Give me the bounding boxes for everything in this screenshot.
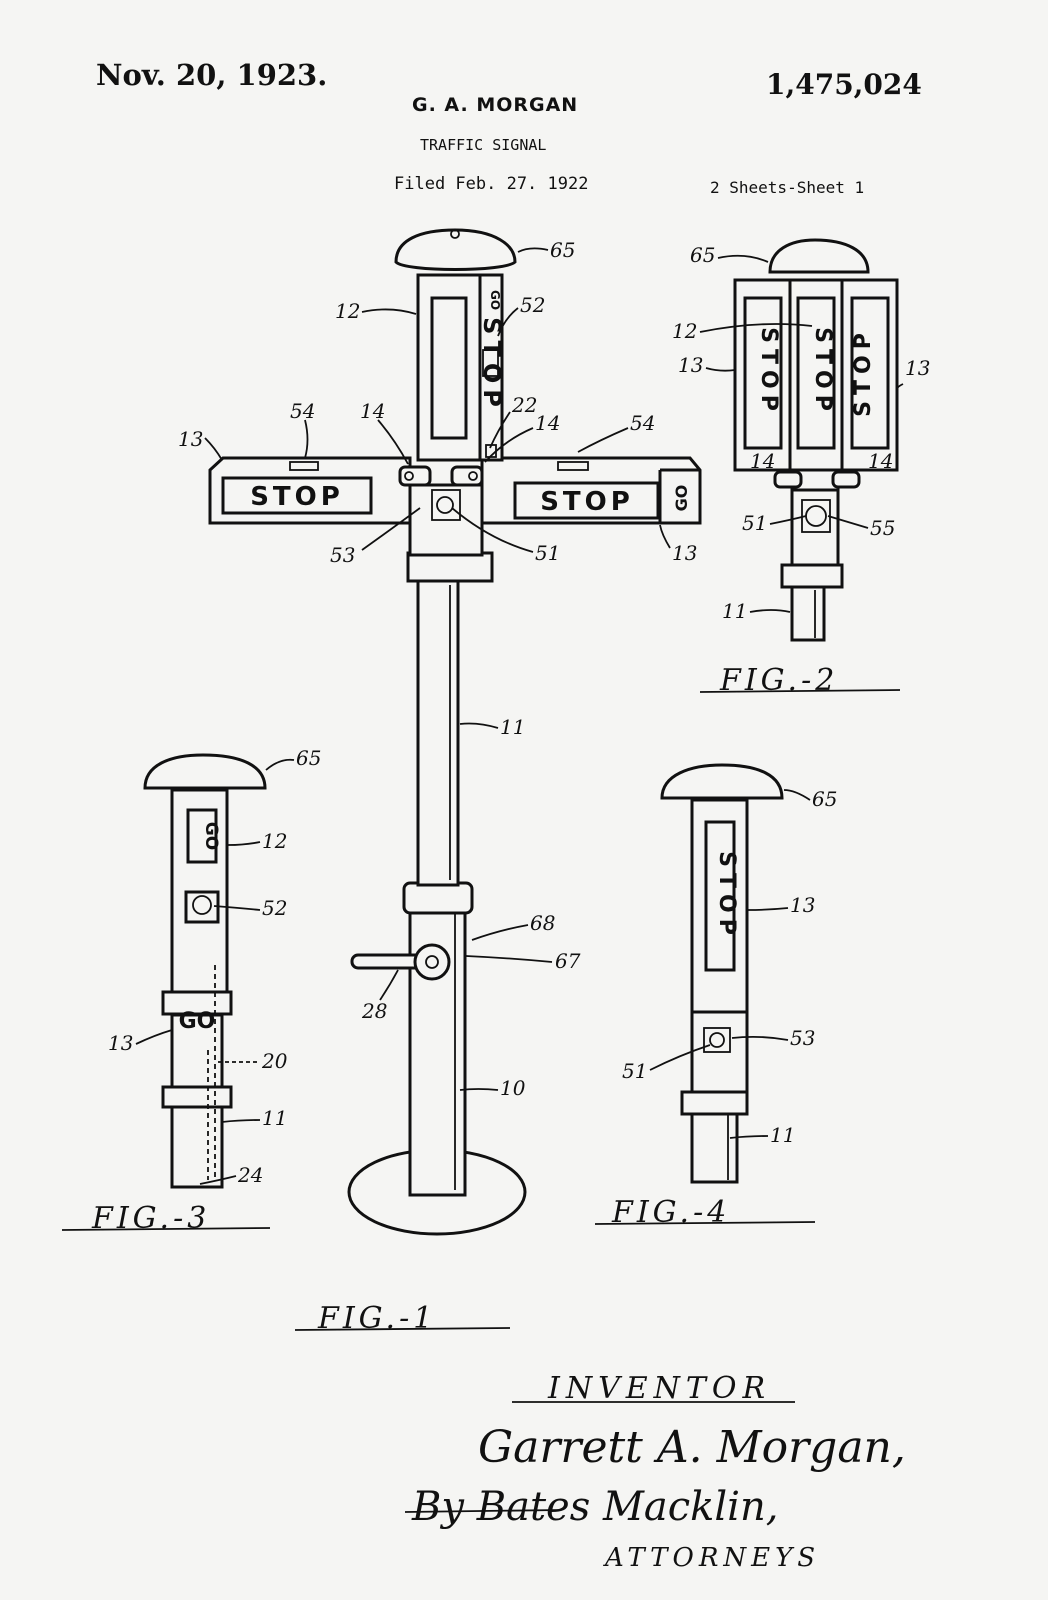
ref-13-right: 13 xyxy=(672,541,697,565)
fig3-pole xyxy=(170,1103,224,1189)
fig2-cap xyxy=(768,238,870,274)
left-arm xyxy=(208,456,412,525)
crank-hub xyxy=(413,943,451,981)
ref-51-fig1: 51 xyxy=(535,541,560,565)
ref-20: 20 xyxy=(261,1049,288,1073)
fig1-label: FIG.-1 xyxy=(317,1301,436,1336)
fig2-pole xyxy=(790,583,826,642)
ref-51-fig4: 51 xyxy=(622,1059,647,1083)
column-go-sign: GO xyxy=(488,290,502,310)
ref-13-fig2-left: 13 xyxy=(678,353,703,377)
fig2-label: FIG.-2 xyxy=(719,663,838,698)
ref-13-fig3: 13 xyxy=(108,1031,133,1055)
sheet-count: 2 Sheets-Sheet 1 xyxy=(710,178,865,197)
ref-65-fig3: 65 xyxy=(296,746,321,770)
ref-51-fig2: 51 xyxy=(742,511,767,535)
fig4-column xyxy=(690,798,749,1014)
ref-53-fig1: 53 xyxy=(330,543,355,567)
ref-14-fig2-right: 14 xyxy=(868,449,893,473)
right-arm-go-sign: GO xyxy=(672,485,691,512)
ref-22: 22 xyxy=(511,393,537,417)
fig3-go-band: GO xyxy=(179,1009,216,1034)
ref-12-fig1: 12 xyxy=(335,299,360,323)
fig4-cap xyxy=(660,763,784,800)
ref-52-fig1: 52 xyxy=(520,293,545,317)
figure-1: STOP STOP GO STOP GO xyxy=(208,228,702,1236)
ref-13-fig2-right: 13 xyxy=(905,356,930,380)
fig3-label: FIG.-3 xyxy=(91,1201,210,1236)
fig2-center-stop: STOP xyxy=(810,327,835,417)
filed-date: Filed Feb. 27. 1922 xyxy=(394,174,589,194)
ref-10: 10 xyxy=(500,1076,526,1100)
ref-11-fig1: 11 xyxy=(500,715,525,739)
ref-68: 68 xyxy=(530,911,555,935)
ref-14-left: 14 xyxy=(360,399,385,423)
ref-55: 55 xyxy=(870,516,895,540)
ref-11-fig2: 11 xyxy=(722,599,747,623)
right-arm-stop-sign: STOP xyxy=(540,487,634,517)
ref-11-fig3: 11 xyxy=(262,1106,287,1130)
fig2-right-stop: STOP xyxy=(851,327,876,417)
fig4-stop: STOP xyxy=(714,851,739,941)
ref-13-left: 13 xyxy=(178,427,203,451)
ref-52-fig3: 52 xyxy=(262,896,287,920)
ref-65-fig4: 65 xyxy=(812,787,837,811)
ref-24: 24 xyxy=(237,1163,263,1187)
ref-11-fig4: 11 xyxy=(770,1123,795,1147)
ref-12-fig3: 12 xyxy=(262,829,287,853)
inventor-name-header: G. A. MORGAN xyxy=(412,94,579,116)
inventor-label: INVENTOR xyxy=(547,1371,771,1406)
fig2-left-stop: STOP xyxy=(756,327,781,417)
fig3-cap xyxy=(143,753,267,790)
right-arm xyxy=(480,456,702,525)
ref-54-right: 54 xyxy=(630,411,655,435)
figure-2: STOP STOP STOP xyxy=(733,238,899,642)
ref-14-fig2-left: 14 xyxy=(750,449,775,473)
left-arm-stop-sign: STOP xyxy=(250,482,344,512)
fig4-pole xyxy=(690,1110,739,1184)
ref-65-fig2: 65 xyxy=(690,243,715,267)
upper-pole xyxy=(416,578,460,887)
ref-53-fig4: 53 xyxy=(790,1026,815,1050)
figure-4: STOP xyxy=(660,763,784,1184)
ref-28: 28 xyxy=(361,999,387,1023)
ref-12-fig2: 12 xyxy=(672,319,697,343)
ref-67: 67 xyxy=(555,949,581,973)
ref-54-left: 54 xyxy=(290,399,315,423)
fig3-go-top-g: GO xyxy=(201,822,221,850)
sleeve xyxy=(406,551,494,583)
ref-65-fig1: 65 xyxy=(550,238,575,262)
patent-date: Nov. 20, 1923. xyxy=(96,58,328,92)
signal-cap xyxy=(394,228,517,271)
pole-collar xyxy=(402,881,474,915)
signal-column xyxy=(416,273,482,462)
ref-13-fig4: 13 xyxy=(790,893,815,917)
figure-3: GO GO xyxy=(143,753,267,1189)
fig4-label: FIG.-4 xyxy=(611,1195,730,1230)
patent-number: 1,475,024 xyxy=(766,68,922,101)
inventor-signature: Garrett A. Morgan, xyxy=(478,1422,906,1473)
patent-title: TRAFFIC SIGNAL xyxy=(420,136,547,154)
attorneys-label: ATTORNEYS xyxy=(603,1543,820,1573)
attorney-signature: By Bates Macklin, xyxy=(411,1484,778,1530)
ref-14-right: 14 xyxy=(535,411,560,435)
